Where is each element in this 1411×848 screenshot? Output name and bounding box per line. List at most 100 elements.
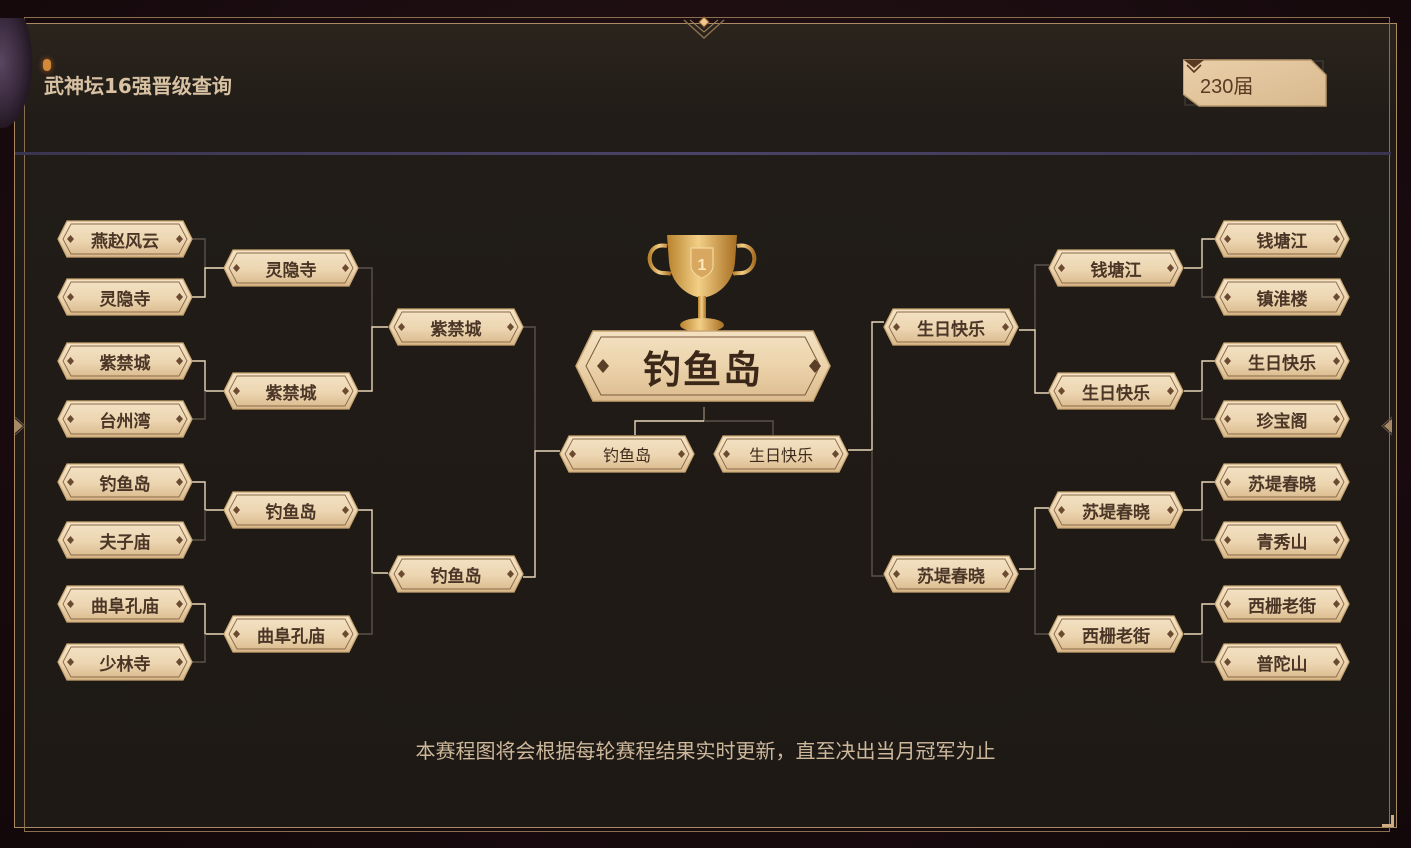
left-r16-node-8[interactable]: 少林寺	[57, 643, 193, 681]
right-r16-node-2[interactable]: 镇淮楼	[1214, 278, 1350, 316]
node-frame	[1048, 615, 1184, 653]
team-name: 紫禁城	[265, 383, 317, 404]
chevron-down-icon	[1184, 60, 1204, 73]
left-r16-node-4[interactable]: 台州湾	[57, 400, 193, 438]
left-r16-node-2[interactable]: 灵隐寺	[57, 278, 193, 316]
team-name: 生日快乐	[917, 319, 985, 340]
left-qf-node-4[interactable]: 曲阜孔庙	[223, 615, 359, 653]
team-name: 西栅老街	[1082, 626, 1150, 647]
left-r16-node-1[interactable]: 燕赵风云	[57, 220, 193, 258]
node-frame	[388, 308, 524, 346]
team-name: 灵隐寺	[99, 289, 151, 310]
right-qf-node-1[interactable]: 钱塘江	[1048, 249, 1184, 287]
right-r16-node-8[interactable]: 普陀山	[1214, 643, 1350, 681]
corner-ornament	[1382, 815, 1394, 827]
update-notice: 本赛程图将会根据每轮赛程结果实时更新，直至决出当月冠军为止	[415, 739, 996, 763]
header-divider	[15, 152, 1391, 155]
node-frame	[1214, 278, 1350, 316]
right-sf-node-1[interactable]: 生日快乐	[883, 308, 1019, 346]
team-name: 钓鱼岛	[265, 502, 317, 523]
main-panel	[14, 23, 1397, 828]
team-name: 少林寺	[99, 654, 151, 675]
node-frame	[883, 308, 1019, 346]
node-frame	[1048, 372, 1184, 410]
page-title: 武神坛16强晋级查询	[44, 74, 232, 98]
left-arrow-icon	[14, 416, 26, 436]
right-r16-node-6[interactable]: 青秀山	[1214, 521, 1350, 559]
node-frame	[1214, 342, 1350, 380]
right-arrow-icon	[1381, 416, 1393, 436]
node-frame	[1214, 463, 1350, 501]
left-qf-node-1[interactable]: 灵隐寺	[223, 249, 359, 287]
team-name: 紫禁城	[99, 353, 151, 374]
node-frame	[883, 555, 1019, 593]
left-r16-node-7[interactable]: 曲阜孔庙	[57, 585, 193, 623]
right-qf-node-2[interactable]: 生日快乐	[1048, 372, 1184, 410]
svg-text:1: 1	[698, 257, 707, 274]
team-name: 普陀山	[1256, 654, 1308, 675]
team-name: 台州湾	[99, 411, 151, 432]
left-r16-node-5[interactable]: 钓鱼岛	[57, 463, 193, 501]
node-frame	[57, 463, 193, 501]
right-r16-node-7[interactable]: 西栅老街	[1214, 585, 1350, 623]
team-name: 紫禁城	[430, 319, 482, 340]
final-left-node[interactable]: 钓鱼岛	[559, 435, 695, 473]
node-frame	[57, 643, 193, 681]
team-name: 苏堤春晓	[1248, 474, 1316, 495]
team-name: 钱塘江	[1256, 231, 1308, 252]
node-frame	[713, 435, 849, 473]
right-sf-node-2[interactable]: 苏堤春晓	[883, 555, 1019, 593]
top-diamond-ornament	[683, 16, 725, 40]
season-dropdown[interactable]: 230届	[1183, 59, 1327, 107]
dropdown-frame	[1183, 59, 1327, 107]
team-name: 钱塘江	[1090, 260, 1142, 281]
node-frame	[1048, 491, 1184, 529]
node-frame	[223, 491, 359, 529]
trophy-icon: 1	[647, 235, 757, 332]
champion-name: 钓鱼岛	[642, 347, 763, 392]
champion-box[interactable]: 钓鱼岛	[575, 330, 831, 402]
node-frame	[57, 220, 193, 258]
left-r16-node-3[interactable]: 紫禁城	[57, 342, 193, 380]
ember-decoration	[43, 59, 51, 71]
team-name: 生日快乐	[1248, 353, 1316, 374]
node-frame	[57, 400, 193, 438]
team-name: 夫子庙	[99, 532, 151, 553]
right-r16-node-3[interactable]: 生日快乐	[1214, 342, 1350, 380]
right-qf-node-4[interactable]: 西栅老街	[1048, 615, 1184, 653]
team-name: 苏堤春晓	[1082, 502, 1150, 523]
team-name: 镇淮楼	[1256, 289, 1308, 310]
node-frame	[57, 278, 193, 316]
team-name: 燕赵风云	[91, 231, 159, 252]
team-name: 灵隐寺	[265, 260, 317, 281]
champion-frame	[575, 330, 831, 402]
right-r16-node-4[interactable]: 珍宝阁	[1214, 400, 1350, 438]
team-name: 生日快乐	[1082, 383, 1150, 404]
node-frame	[1048, 249, 1184, 287]
left-sf-node-2[interactable]: 钓鱼岛	[388, 555, 524, 593]
node-frame	[1214, 643, 1350, 681]
right-r16-node-1[interactable]: 钱塘江	[1214, 220, 1350, 258]
team-name: 钓鱼岛	[99, 474, 151, 495]
right-qf-node-3[interactable]: 苏堤春晓	[1048, 491, 1184, 529]
team-name: 钓鱼岛	[430, 566, 482, 587]
node-frame	[388, 555, 524, 593]
team-name: 曲阜孔庙	[91, 596, 159, 617]
right-r16-node-5[interactable]: 苏堤春晓	[1214, 463, 1350, 501]
season-value: 230届	[1200, 76, 1254, 98]
team-name: 生日快乐	[748, 446, 813, 465]
node-frame	[1214, 400, 1350, 438]
node-frame	[57, 585, 193, 623]
left-qf-node-2[interactable]: 紫禁城	[223, 372, 359, 410]
left-sf-node-1[interactable]: 紫禁城	[388, 308, 524, 346]
left-qf-node-3[interactable]: 钓鱼岛	[223, 491, 359, 529]
node-frame	[223, 372, 359, 410]
team-name: 苏堤春晓	[917, 566, 985, 587]
node-frame	[1214, 220, 1350, 258]
node-frame	[57, 342, 193, 380]
left-r16-node-6[interactable]: 夫子庙	[57, 521, 193, 559]
node-frame	[1214, 521, 1350, 559]
node-frame	[559, 435, 695, 473]
final-right-node[interactable]: 生日快乐	[713, 435, 849, 473]
